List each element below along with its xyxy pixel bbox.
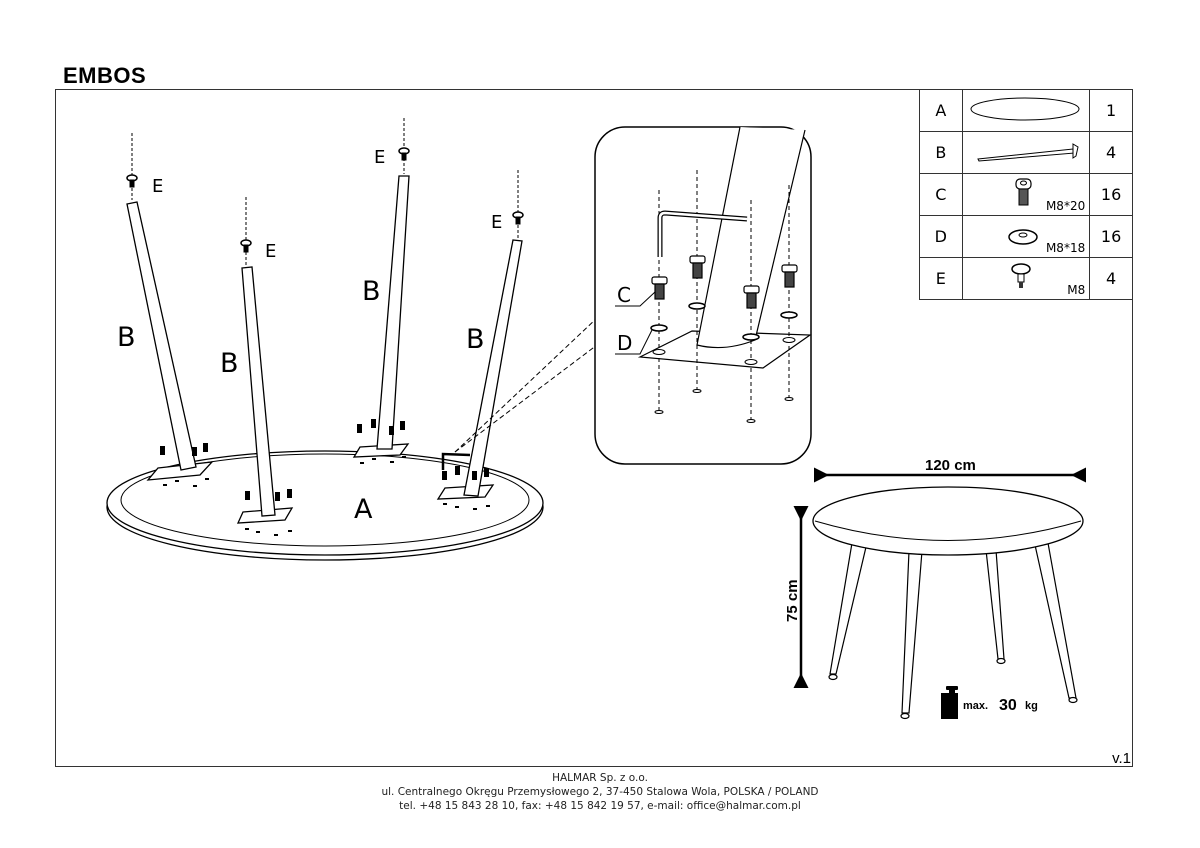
part-qty: 16 [1089,215,1133,258]
label-e-3: E [374,147,385,168]
label-e-4: E [491,212,502,233]
weight-icon [941,686,958,719]
part-qty: 16 [1089,173,1133,216]
footer-company: HALMAR Sp. z o.o. [552,772,648,784]
bolts [160,419,489,501]
label-b-1: B [117,322,136,353]
part-spec: M8 [1067,283,1086,297]
parts-row: E M8 4 [919,257,1133,300]
callout-line-upper [454,317,598,453]
footer-contact: tel. +48 15 843 28 10, fax: +48 15 842 1… [399,800,801,812]
part-image: M8*18 [961,215,1091,258]
parts-row: C M8*20 16 [919,173,1133,216]
bolt-icon [1015,178,1032,206]
part-label: A [919,89,963,132]
dimension-view: 120 cm 75 cm max. 30 kg [784,457,1086,720]
part-label: B [919,131,963,174]
label-b-2: B [220,348,239,379]
leg-2 [241,266,276,517]
leg-1 [126,201,197,471]
footer: HALMAR Sp. z o.o. ul. Centralnego Okręgu… [0,771,1200,813]
version-label: v.1 [1112,750,1131,767]
part-label: C [919,173,963,216]
part-image: M8 [961,257,1091,300]
tabletop-icon [970,97,1080,121]
max-load-value: 30 [999,697,1017,714]
label-a: A [354,494,373,525]
label-c: C [617,283,631,307]
parts-row: B 4 [919,131,1133,174]
width-label: 120 cm [925,457,976,474]
leg-3 [376,175,410,450]
height-label: 75 cm [784,579,801,622]
foot-glide-icon [1010,263,1031,288]
detail-view: C D [594,126,812,465]
drawing-frame [55,89,1133,767]
part-qty: 1 [1089,89,1133,132]
leg-icon [976,143,1079,162]
part-qty: 4 [1089,131,1133,174]
legs [126,175,523,517]
document-title: EMBOS [63,63,147,88]
screw-holes [163,456,490,536]
leg-4 [463,239,523,497]
part-spec: M8*20 [1045,199,1086,213]
parts-list: A 1 B 4 C M8*20 16 D M8*18 16 E M8 4 [919,89,1133,300]
tabletop-drawing [106,450,544,561]
parts-row: A 1 [919,89,1133,132]
max-load-prefix: max. [963,700,988,712]
footer-address: ul. Centralnego Okręgu Przemysłowego 2, … [381,786,819,798]
max-load-unit: kg [1025,700,1038,712]
allen-key [441,452,471,470]
part-label: D [919,215,963,258]
label-b-4: B [466,324,485,355]
part-image [961,131,1091,174]
label-b-3: B [362,276,381,307]
label-e-2: E [265,241,276,262]
part-spec: M8*18 [1045,241,1086,255]
callout-line-lower [454,344,598,453]
label-d: D [617,331,632,355]
part-image: M8*20 [961,173,1091,216]
foot-glides [126,118,524,265]
part-label: E [919,257,963,300]
part-qty: 4 [1089,257,1133,300]
washer-icon [1007,229,1038,245]
part-image [961,89,1091,132]
parts-row: D M8*18 16 [919,215,1133,258]
label-e-1: E [152,176,163,197]
